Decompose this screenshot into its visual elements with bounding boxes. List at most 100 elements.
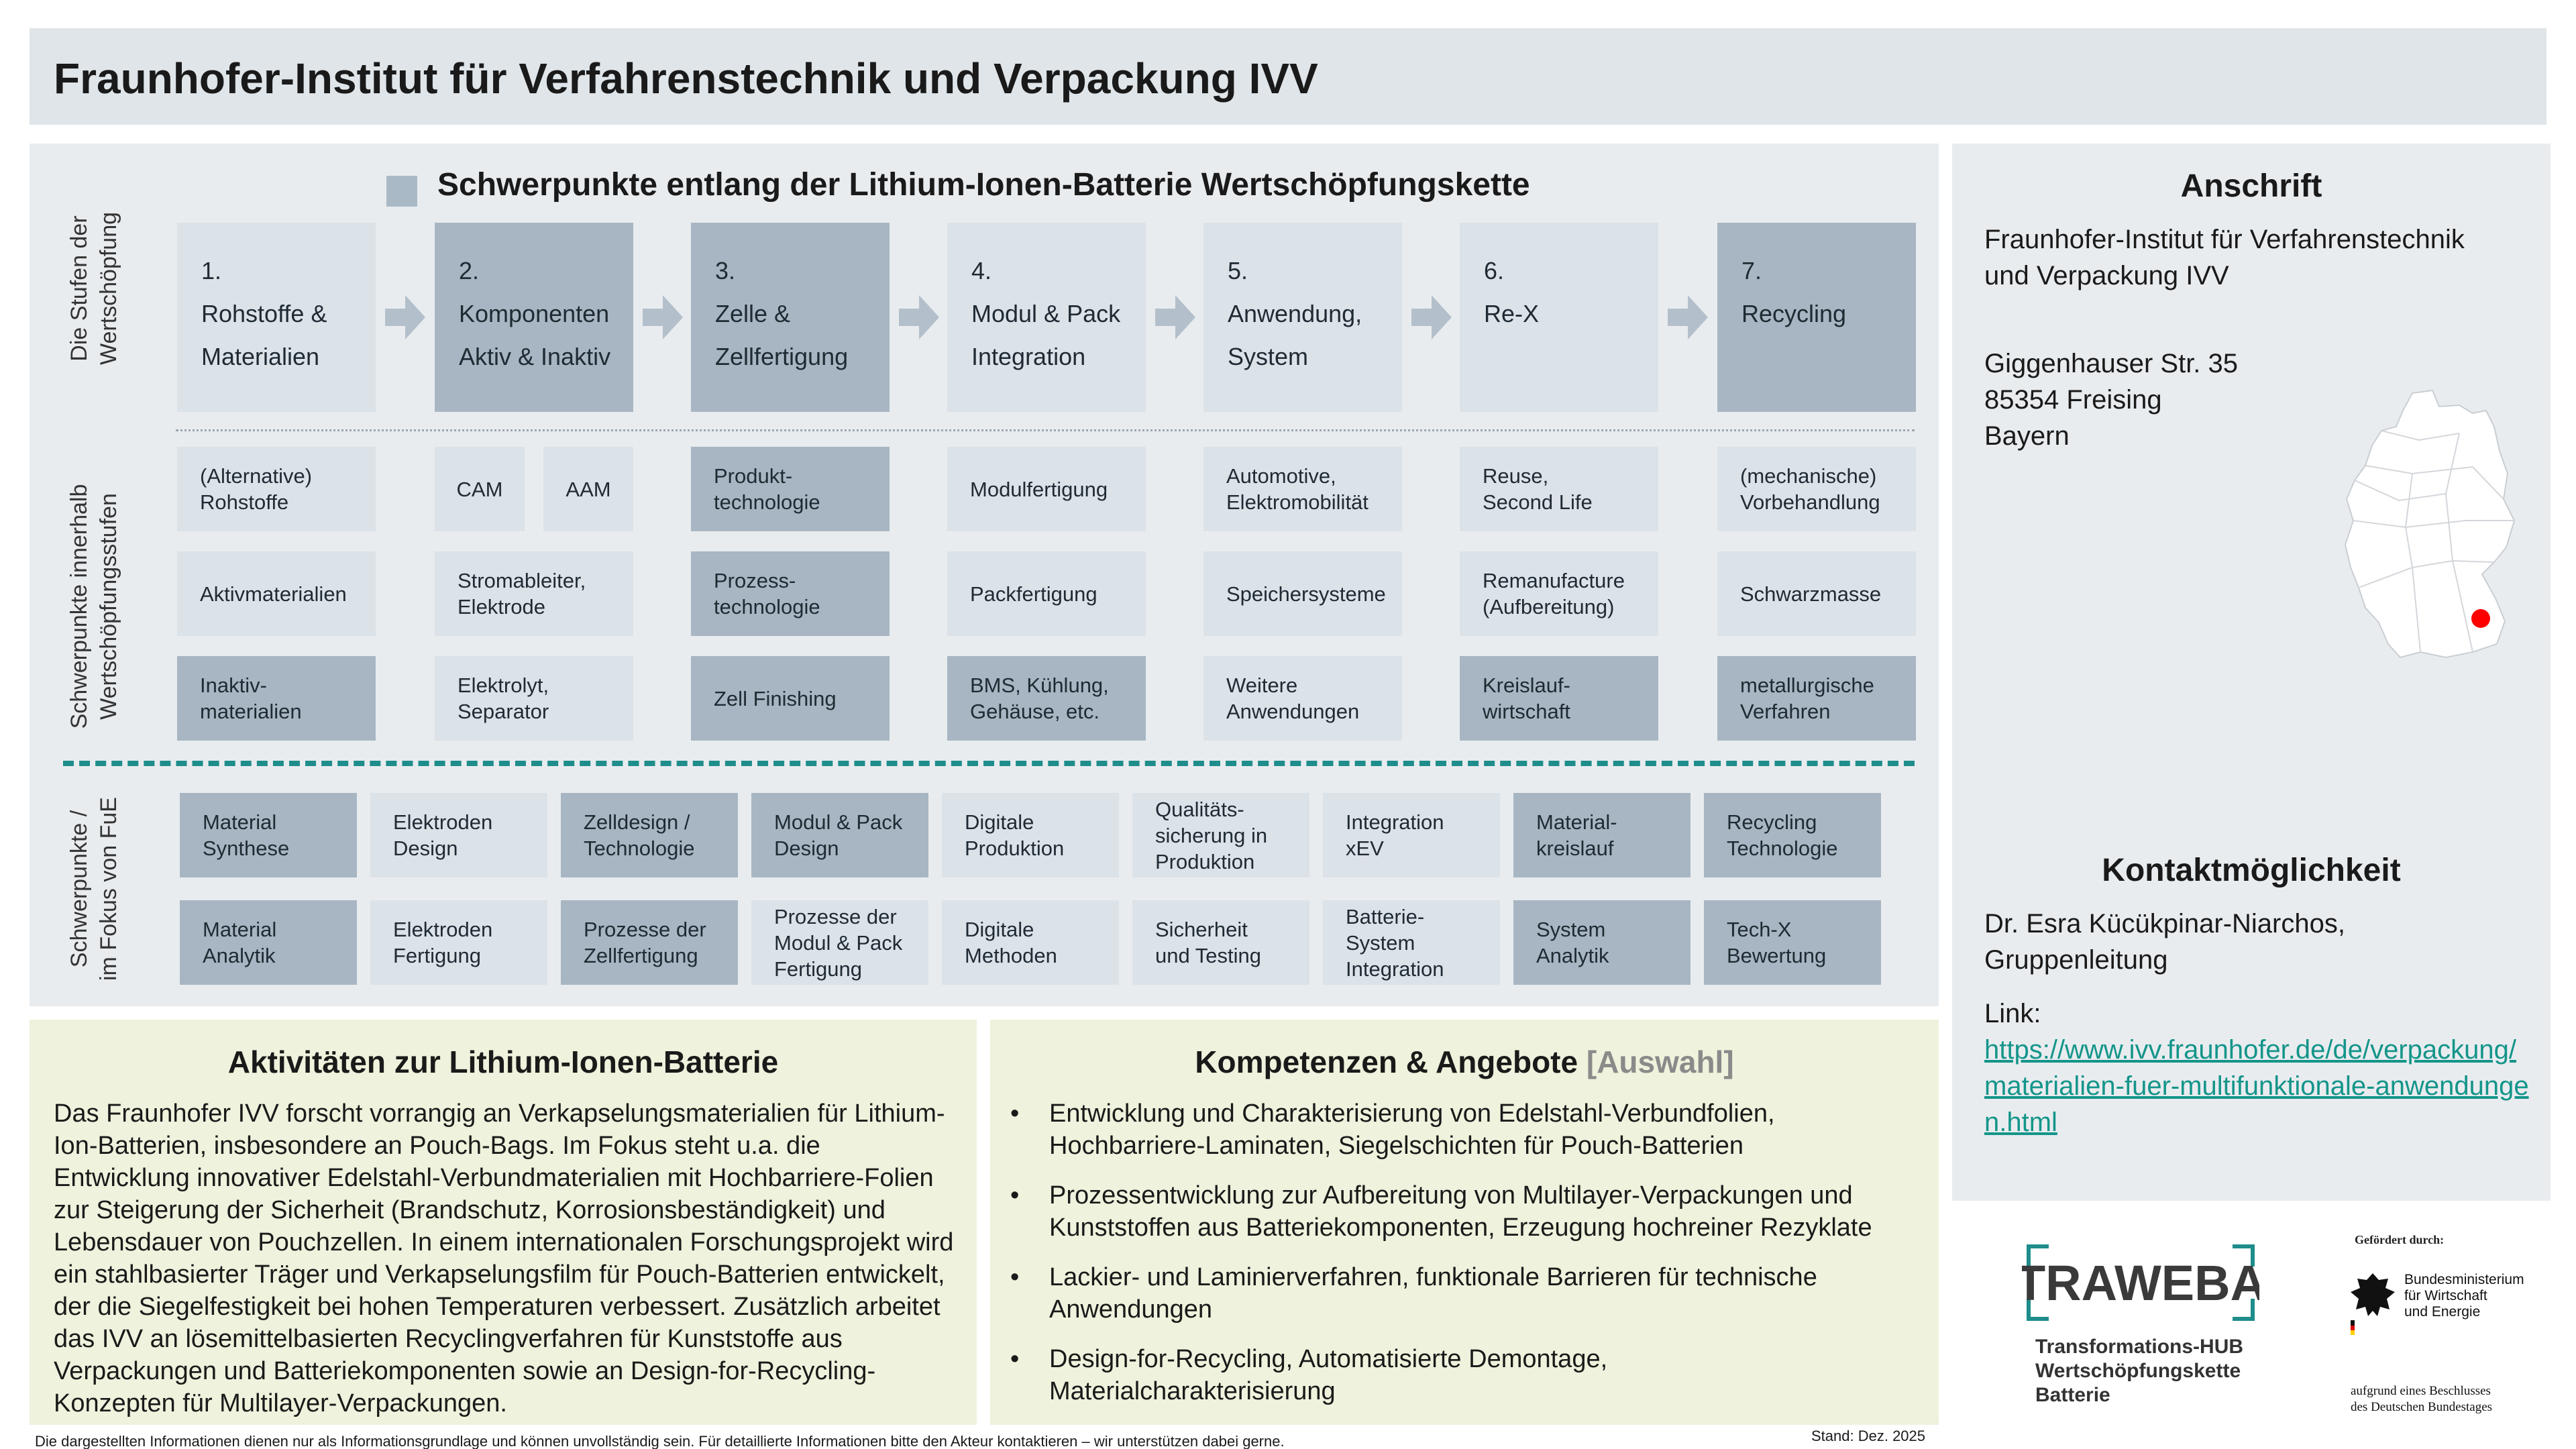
competence-item: Design-for-Recycling, Automatisierte Dem…: [1010, 1343, 1929, 1407]
federal-eagle-icon: [2351, 1273, 2395, 1335]
contact-person: Dr. Esra Kücükpinar-Niarchos, Gruppenlei…: [1984, 909, 2345, 975]
research-box: Elektroden Design: [370, 793, 547, 877]
stage-box: 1. Rohstoffe & Materialien: [177, 223, 376, 412]
focus-box: Modulfertigung: [947, 447, 1146, 531]
research-box: Material Analytik: [180, 900, 357, 985]
focus-box: Automotive, Elektromobilität: [1203, 447, 1402, 531]
activities-title: Aktivitäten zur Lithium-Ionen-Batterie: [227, 1044, 779, 1079]
stage-arrow-icon: [1155, 295, 1195, 339]
footer-date: Stand: Dez. 2025: [1811, 1428, 1926, 1444]
focus-box: Aktivmaterialien: [177, 551, 376, 636]
diagram-heading: Schwerpunkte entlang der Lithium-Ionen-B…: [437, 167, 1530, 203]
focus-box: (Alternative) Rohstoffe: [177, 447, 376, 531]
title-bar: Fraunhofer-Institut für Verfahrenstechni…: [30, 28, 2546, 125]
focus-box: Remanufacture (Aufbereitung): [1460, 551, 1658, 636]
footer-disclaimer: Die dargestellten Informationen dienen n…: [35, 1433, 1285, 1449]
funded-by-label: Gefördert durch:: [2355, 1233, 2445, 1246]
focus-box: Stromableiter, Elektrode: [435, 551, 633, 636]
research-box: Material Synthese: [180, 793, 357, 877]
stage-arrow-icon: [1668, 295, 1708, 339]
contact-title: Kontaktmöglichkeit: [2102, 853, 2401, 888]
research-box: Digitale Methoden: [942, 900, 1119, 985]
research-box: Prozesse der Modul & Pack Fertigung: [751, 900, 928, 985]
stage-box: 3. Zelle & Zellfertigung: [691, 223, 890, 412]
research-box: System Analytik: [1513, 900, 1690, 985]
traweba-subtitle: Transformations-HUB Wertschöpfungskette …: [2035, 1336, 2244, 1406]
stage-box: 2. Komponenten Aktiv & Inaktiv: [435, 223, 633, 412]
contact-link[interactable]: https://www.ivv.fraunhofer.de/de/verpack…: [1984, 1035, 2529, 1137]
research-box: Zelldesign / Technologie: [561, 793, 738, 877]
address-title: Anschrift: [2180, 168, 2322, 204]
competences-title-main: Kompetenzen & Angebote: [1195, 1044, 1578, 1079]
focus-box: Speichersysteme: [1203, 551, 1402, 636]
research-box: Prozesse der Zellfertigung: [561, 900, 738, 985]
row-label-focus: Schwerpunkte innerhalb Wertschöpfungsstu…: [66, 484, 121, 729]
competence-item: Lackier- und Laminierverfahren, funktion…: [1010, 1261, 1929, 1326]
stage-arrow-icon: [643, 295, 683, 339]
traweba-wordmark: TRAWEBA: [2022, 1255, 2259, 1311]
row-label-research: Schwerpunkte / im Fokus von FuE: [66, 797, 121, 981]
research-box: Recycling Technologie: [1704, 793, 1881, 877]
focus-box: Inaktiv- materialien: [177, 656, 376, 741]
stage-label: 2. Komponenten Aktiv & Inaktiv: [459, 257, 611, 370]
focus-box: Schwarzmasse: [1717, 551, 1916, 636]
focus-box: Kreislauf- wirtschaft: [1460, 656, 1658, 741]
competences-title: Kompetenzen & Angebote [Auswahl]: [990, 1044, 1939, 1080]
bundestag-resolution: aufgrund eines Beschlusses des Deutschen…: [2351, 1384, 2493, 1414]
research-box: Qualitäts- sicherung in Produktion: [1132, 793, 1309, 877]
research-box: Material- kreislauf: [1513, 793, 1690, 877]
stage-label: 3. Zelle & Zellfertigung: [715, 257, 849, 370]
address-panel: [1952, 144, 2551, 1201]
heading-square-icon: [386, 176, 417, 207]
activities-text: Das Fraunhofer IVV forscht vorrangig an …: [54, 1099, 954, 1417]
stage-label: 6. Re-X: [1484, 257, 1540, 327]
stage-box: 7. Recycling: [1717, 223, 1916, 412]
stage-box: 6. Re-X: [1460, 223, 1658, 412]
competence-item: Entwicklung und Charakterisierung von Ed…: [1010, 1097, 1929, 1162]
address-institute: Fraunhofer-Institut für Verfahrenstechni…: [1984, 225, 2465, 290]
research-box: Batterie- System Integration: [1323, 900, 1500, 985]
focus-box: CAM: [435, 447, 525, 531]
focus-box: Produkt- technologie: [691, 447, 890, 531]
focus-box: AAM: [543, 447, 633, 531]
address-street: Giggenhauser Str. 35 85354 Freising Baye…: [1984, 349, 2239, 451]
research-separator: [63, 761, 1915, 766]
focus-box: (mechanische) Vorbehandlung: [1717, 447, 1916, 531]
focus-box: Zell Finishing: [691, 656, 890, 741]
location-marker: [2471, 609, 2490, 628]
stage-box: 4. Modul & Pack Integration: [947, 223, 1146, 412]
focus-box: Packfertigung: [947, 551, 1146, 636]
stage-separator: [176, 429, 1915, 431]
focus-box: Elektrolyt, Separator: [435, 656, 633, 741]
stage-label: 5. Anwendung, System: [1228, 257, 1362, 370]
competences-list: Entwicklung und Charakterisierung von Ed…: [1010, 1097, 1929, 1425]
stage-label: 1. Rohstoffe & Materialien: [201, 257, 327, 370]
stage-arrow-icon: [1411, 295, 1452, 339]
state-borders: [2353, 430, 2514, 653]
stage-label: 7. Recycling: [1741, 257, 1847, 327]
research-box: Modul & Pack Design: [751, 793, 928, 877]
research-box: Digitale Produktion: [942, 793, 1119, 877]
stage-box: 5. Anwendung, System: [1203, 223, 1402, 412]
stage-arrow-icon: [385, 295, 425, 339]
focus-box: BMS, Kühlung, Gehäuse, etc.: [947, 656, 1146, 741]
focus-box: Weitere Anwendungen: [1203, 656, 1402, 741]
ministry-name: Bundesministerium für Wirtschaft und Ene…: [2404, 1272, 2524, 1320]
competence-item: Prozessentwicklung zur Aufbereitung von …: [1010, 1179, 1929, 1244]
row-label-stages: Die Stufen der Wertschöpfung: [66, 211, 121, 366]
research-box: Sicherheit und Testing: [1132, 900, 1309, 985]
focus-box: metallurgische Verfahren: [1717, 656, 1916, 741]
activities-panel: [30, 1020, 977, 1425]
page-title: Fraunhofer-Institut für Verfahrenstechni…: [54, 54, 1318, 103]
research-box: Tech-X Bewertung: [1704, 900, 1881, 985]
research-box: Integration xEV: [1323, 793, 1500, 877]
contact-link-label: Link:: [1984, 999, 2041, 1028]
research-box: Elektroden Fertigung: [370, 900, 547, 985]
stage-arrow-icon: [899, 295, 939, 339]
traweba-logo: TRAWEBA: [2022, 1244, 2259, 1321]
stage-label: 4. Modul & Pack Integration: [971, 257, 1121, 370]
focus-box: Reuse, Second Life: [1460, 447, 1658, 531]
focus-box: Prozess- technologie: [691, 551, 890, 636]
germany-map: [2344, 389, 2516, 659]
competences-title-suffix: [Auswahl]: [1586, 1044, 1734, 1079]
